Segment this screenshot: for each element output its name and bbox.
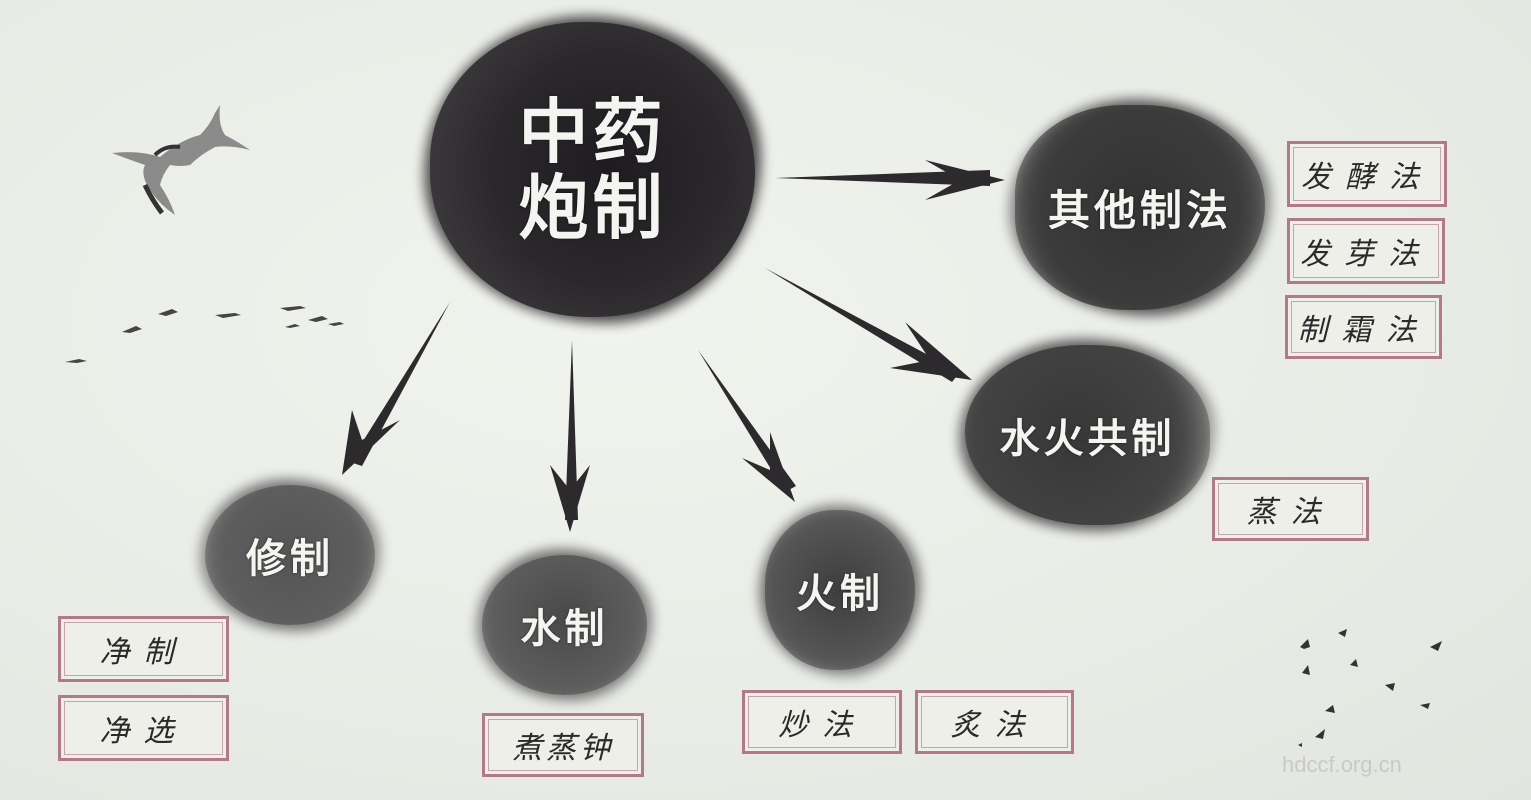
node-shuizhi: 水制 — [482, 555, 647, 695]
arrow-to-huozhi — [698, 350, 796, 502]
arrow-to-other — [775, 160, 1005, 200]
arrow-to-xiuzhi — [342, 302, 450, 475]
method-box-selection: 净选 — [58, 695, 229, 761]
node-other-methods: 其他制法 — [1015, 105, 1265, 310]
method-box-germination: 发芽法 — [1287, 218, 1445, 284]
node-huozhi-label: 火制 — [796, 570, 884, 617]
arrow-to-shuizhi — [550, 340, 590, 532]
method-box-cleaning: 净制 — [58, 616, 229, 682]
root-node-label: 中药炮制 — [518, 89, 667, 249]
node-xiuzhi: 修制 — [205, 485, 375, 625]
node-other-methods-label: 其他制法 — [1047, 186, 1232, 235]
method-box-roast: 炙法 — [915, 690, 1074, 754]
node-shuizhi-label: 水制 — [520, 605, 609, 652]
flock-left — [65, 306, 344, 363]
method-box-steaming: 蒸法 — [1212, 477, 1369, 541]
node-xiuzhi-label: 修制 — [246, 535, 334, 582]
root-node: 中药炮制 — [430, 22, 755, 317]
node-water-fire: 水火共制 — [965, 345, 1210, 525]
watermark: hdccf.org.cn — [1282, 752, 1402, 777]
method-box-boil-steam: 煮蒸钟 — [482, 713, 644, 777]
crane-illustration — [112, 105, 250, 215]
node-huozhi: 火制 — [765, 510, 915, 670]
flock-right — [1298, 629, 1442, 747]
method-box-fermentation: 发酵法 — [1287, 141, 1447, 207]
arrow-to-shuihuo — [765, 268, 972, 382]
node-water-fire-label: 水火共制 — [999, 415, 1176, 462]
method-box-frost: 制霜法 — [1285, 295, 1442, 359]
method-box-stir-fry: 炒法 — [742, 690, 902, 754]
